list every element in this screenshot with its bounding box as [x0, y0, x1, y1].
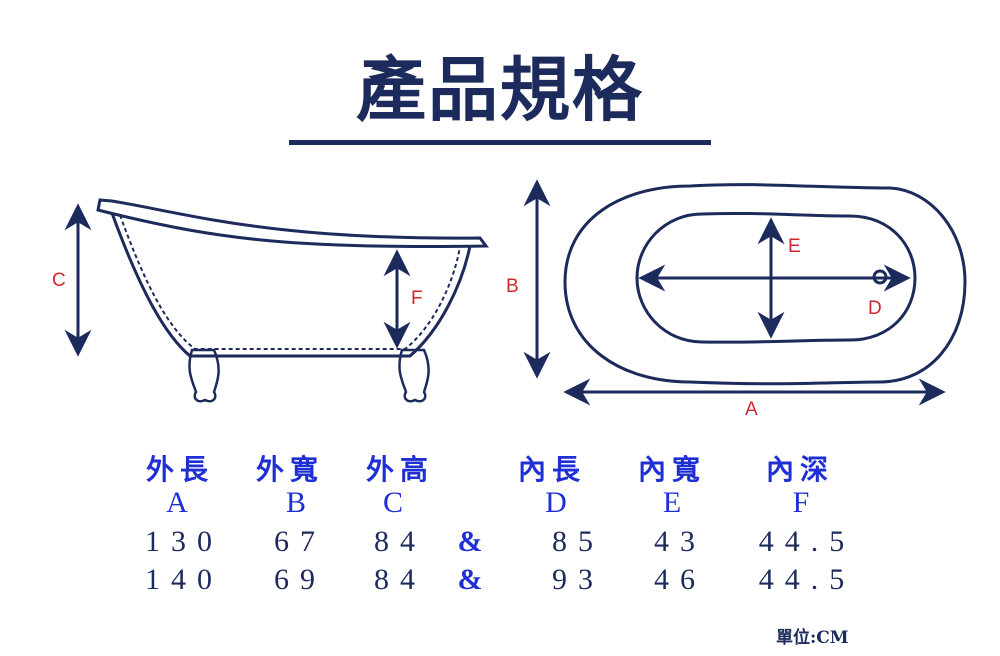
- label-e: E: [788, 236, 801, 257]
- label-d: D: [868, 298, 882, 319]
- row2-outer-length: 140: [145, 563, 223, 596]
- label-a: A: [745, 399, 758, 420]
- header-outer-length: 外長: [145, 453, 214, 486]
- row1-inner-width: 43: [654, 525, 706, 558]
- row1-outer-height: 84: [374, 525, 426, 558]
- row2-outer-width: 69: [274, 563, 326, 596]
- letter-c: C: [382, 486, 403, 519]
- row1-outer-length: 130: [145, 525, 223, 558]
- header-outer-width: 外寬: [255, 453, 324, 486]
- header-inner-depth: 內深: [765, 453, 834, 486]
- side-view-tub: [96, 198, 489, 403]
- tub-inner-dashed: [119, 214, 461, 350]
- tub-body-outline: [110, 212, 472, 358]
- row1-inner-length: 85: [552, 525, 604, 558]
- header-outer-height: 外高: [365, 453, 434, 486]
- title-divider: [289, 140, 711, 145]
- letter-f: F: [792, 486, 810, 519]
- row1-outer-width: 67: [274, 525, 326, 558]
- row2-separator: &: [457, 563, 483, 596]
- header-inner-length: 內長: [517, 453, 586, 486]
- claw-foot-left: [188, 348, 220, 403]
- label-c: C: [52, 270, 66, 291]
- label-f: F: [411, 288, 423, 309]
- top-view-tub: [563, 183, 967, 386]
- row2-inner-width: 46: [654, 563, 706, 596]
- row1-separator: &: [457, 525, 483, 558]
- header-inner-width: 內寬: [637, 453, 706, 486]
- row2-inner-depth: 44.5: [758, 563, 856, 596]
- unit-note: 單位:CM: [776, 628, 849, 648]
- letter-d: D: [545, 486, 567, 519]
- row2-inner-length: 93: [552, 563, 604, 596]
- tub-inner-outline: [635, 211, 917, 344]
- tub-rim: [96, 198, 489, 249]
- page-title: 產品規格: [356, 48, 644, 131]
- letter-e: E: [662, 486, 682, 519]
- claw-foot-right: [398, 348, 430, 403]
- row2-outer-height: 84: [374, 563, 426, 596]
- label-b: B: [506, 276, 519, 297]
- letter-b: B: [285, 486, 306, 519]
- letter-a: A: [166, 486, 188, 519]
- row1-inner-depth: 44.5: [758, 525, 856, 558]
